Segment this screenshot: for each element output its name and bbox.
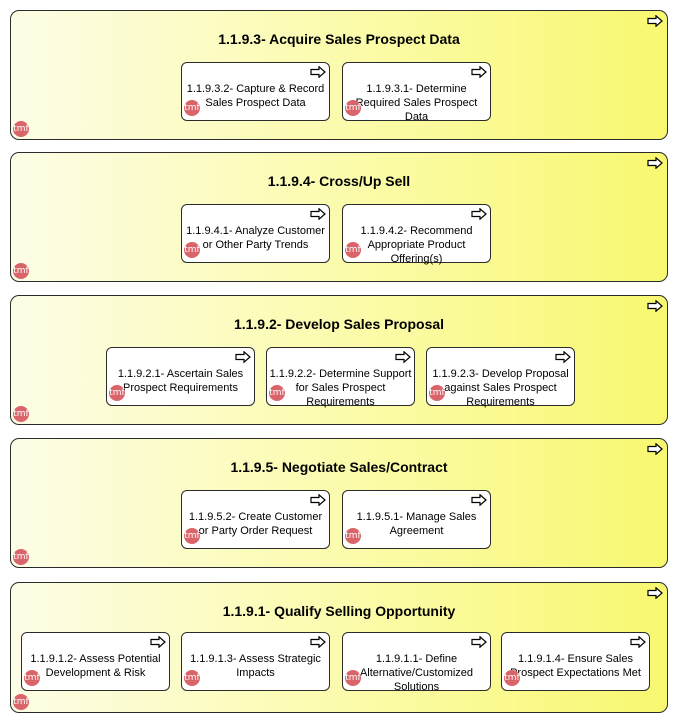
process-arrow-icon <box>310 494 326 506</box>
process-arrow-icon <box>647 157 663 169</box>
process-arrow-icon <box>471 66 487 78</box>
process-box[interactable]: 1.1.9.1.1- Define Alternative/Customized… <box>342 632 491 693</box>
process-arrow-icon <box>310 636 326 648</box>
process-box[interactable]: 1.1.9.3.1- Determine Required Sales Pros… <box>342 62 491 123</box>
group-acquire-sales-prospect-data[interactable]: 1.1.9.3- Acquire Sales Prospect Data 1.1… <box>10 10 668 140</box>
process-box-label: 1.1.9.1.2- Assess Potential Development … <box>30 653 161 679</box>
tmf-badge-icon: tmf <box>184 670 200 686</box>
tmf-badge-icon: tmf <box>24 670 40 686</box>
process-box-label: 1.1.9.3.2- Capture & Record Sales Prospe… <box>186 83 325 109</box>
tmf-badge-icon: tmf <box>13 406 29 422</box>
group-title: 1.1.9.3- Acquire Sales Prospect Data <box>218 31 460 47</box>
process-box[interactable]: 1.1.9.3.2- Capture & Record Sales Prospe… <box>181 62 330 121</box>
group-develop-sales-proposal[interactable]: 1.1.9.2- Develop Sales Proposal 1.1.9.2.… <box>10 295 668 425</box>
process-arrow-icon <box>471 636 487 648</box>
group-title: 1.1.9.5- Negotiate Sales/Contract <box>230 459 448 475</box>
group-title: 1.1.9.4- Cross/Up Sell <box>267 173 411 189</box>
process-arrow-icon <box>235 351 251 363</box>
tmf-badge-icon: tmf <box>345 242 361 258</box>
process-box-label: 1.1.9.2.3- Develop Proposal against Sale… <box>432 368 569 408</box>
process-box[interactable]: 1.1.9.5.1- Manage Sales Agreement tmf <box>342 490 491 549</box>
process-arrow-icon <box>647 15 663 27</box>
tmf-badge-icon: tmf <box>269 385 285 401</box>
process-box-label: 1.1.9.1.1- Define Alternative/Customized… <box>359 653 474 693</box>
process-arrow-icon <box>630 636 646 648</box>
process-box[interactable]: 1.1.9.5.2- Create Customer or Party Orde… <box>181 490 330 549</box>
process-box-label: 1.1.9.2.2- Determine Support for Sales P… <box>269 368 412 408</box>
process-box-label: 1.1.9.1.4- Ensure Sales Prospect Expecta… <box>510 653 641 679</box>
process-box-label: 1.1.9.3.1- Determine Required Sales Pros… <box>355 83 478 123</box>
tmf-badge-icon: tmf <box>109 385 125 401</box>
process-arrow-icon <box>310 66 326 78</box>
process-box-label: 1.1.9.1.3- Assess Strategic Impacts <box>190 653 321 679</box>
process-arrow-icon <box>555 351 571 363</box>
process-box[interactable]: 1.1.9.2.1- Ascertain Sales Prospect Requ… <box>106 347 255 406</box>
tmf-badge-icon: tmf <box>345 528 361 544</box>
process-arrow-icon <box>471 494 487 506</box>
group-negotiate-sales-contract[interactable]: 1.1.9.5- Negotiate Sales/Contract 1.1.9.… <box>10 438 668 568</box>
process-box[interactable]: 1.1.9.4.2- Recommend Appropriate Product… <box>342 204 491 265</box>
tmf-badge-icon: tmf <box>504 670 520 686</box>
process-arrow-icon <box>150 636 166 648</box>
group-qualify-selling-opportunity[interactable]: 1.1.9.1- Qualify Selling Opportunity 1.1… <box>10 582 668 713</box>
tmf-badge-icon: tmf <box>13 549 29 565</box>
process-arrow-icon <box>647 300 663 312</box>
process-box-label: 1.1.9.2.1- Ascertain Sales Prospect Requ… <box>117 368 244 394</box>
process-arrow-icon <box>471 208 487 220</box>
tmf-badge-icon: tmf <box>13 263 29 279</box>
process-box-label: 1.1.9.5.1- Manage Sales Agreement <box>356 511 477 537</box>
process-arrow-icon <box>395 351 411 363</box>
group-title: 1.1.9.2- Develop Sales Proposal <box>233 316 445 332</box>
tmf-badge-icon: tmf <box>429 385 445 401</box>
tmf-badge-icon: tmf <box>184 100 200 116</box>
process-box[interactable]: 1.1.9.1.2- Assess Potential Development … <box>21 632 170 691</box>
process-box[interactable]: 1.1.9.4.1- Analyze Customer or Other Par… <box>181 204 330 263</box>
process-box-label: 1.1.9.4.2- Recommend Appropriate Product… <box>360 225 473 265</box>
process-arrow-icon <box>647 587 663 599</box>
process-arrow-icon <box>310 208 326 220</box>
group-title: 1.1.9.1- Qualify Selling Opportunity <box>222 603 456 619</box>
process-box-label: 1.1.9.4.1- Analyze Customer or Other Par… <box>186 225 325 251</box>
process-box-label: 1.1.9.5.2- Create Customer or Party Orde… <box>188 511 323 537</box>
tmf-badge-icon: tmf <box>13 121 29 137</box>
tmf-badge-icon: tmf <box>184 242 200 258</box>
process-arrow-icon <box>647 443 663 455</box>
group-cross-up-sell[interactable]: 1.1.9.4- Cross/Up Sell 1.1.9.4.1- Analyz… <box>10 152 668 282</box>
tmf-badge-icon: tmf <box>184 528 200 544</box>
process-box[interactable]: 1.1.9.2.3- Develop Proposal against Sale… <box>426 347 575 408</box>
tmf-badge-icon: tmf <box>13 694 29 710</box>
process-box[interactable]: 1.1.9.1.4- Ensure Sales Prospect Expecta… <box>501 632 650 691</box>
tmf-badge-icon: tmf <box>345 670 361 686</box>
process-box[interactable]: 1.1.9.2.2- Determine Support for Sales P… <box>266 347 415 408</box>
process-box[interactable]: 1.1.9.1.3- Assess Strategic Impacts tmf <box>181 632 330 691</box>
tmf-badge-icon: tmf <box>345 100 361 116</box>
